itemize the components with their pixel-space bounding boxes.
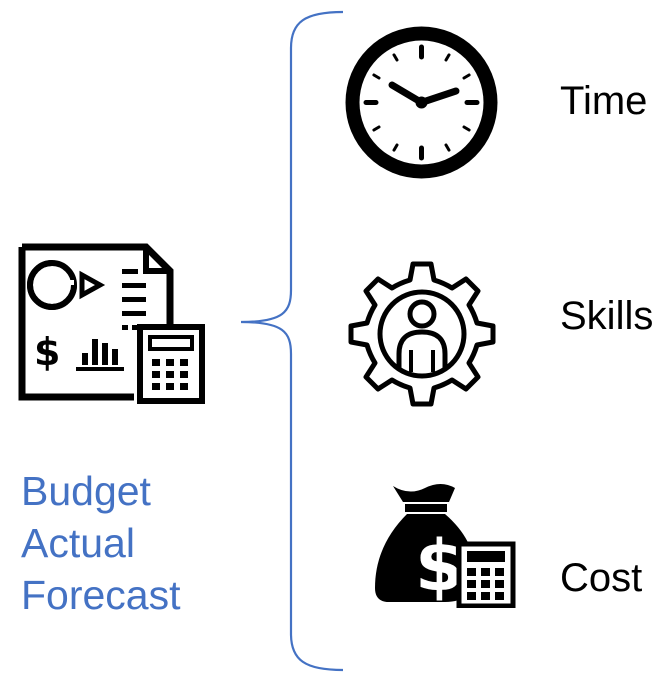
- label-time: Time: [560, 79, 648, 123]
- svg-text:$: $: [34, 330, 60, 374]
- gear-person-icon: [347, 258, 497, 408]
- curly-brace: [235, 8, 345, 674]
- budget-lines: Budget Actual Forecast: [21, 465, 181, 621]
- label-skills: Skills: [560, 294, 654, 338]
- clock-icon: [344, 25, 499, 180]
- svg-text:$: $: [415, 525, 464, 607]
- label-cost: Cost: [560, 556, 643, 600]
- budget-document-calculator-icon: $: [14, 235, 210, 405]
- left-line-budget: Budget: [21, 468, 151, 514]
- money-bag-calculator-icon: $: [375, 480, 520, 609]
- left-line-forecast: Forecast: [21, 572, 181, 618]
- left-line-actual: Actual: [21, 520, 135, 566]
